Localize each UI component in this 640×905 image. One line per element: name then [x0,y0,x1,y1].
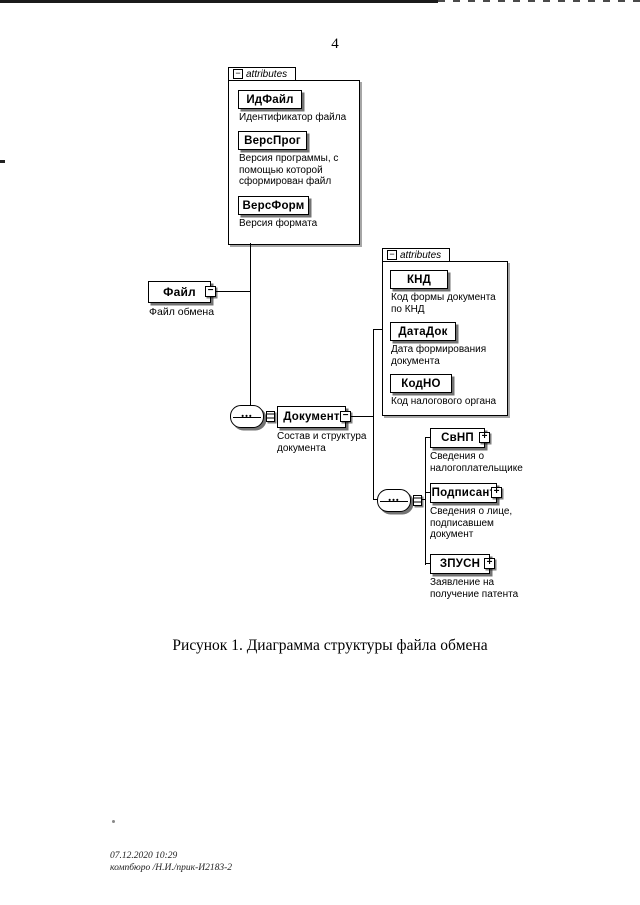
footer-stamp: компбюро /Н.И./прик-И2183-2 [110,863,233,873]
connector-handle-icon [266,411,275,422]
element-desc: Заявление на получение патента [430,577,519,600]
sequence-dots: ••• [241,410,253,420]
element-desc: Сведения о налогоплательщике [430,451,523,474]
element-fajl: Файл [148,281,211,303]
connector-handle-icon [413,495,422,506]
attribute-kodno: КодНО [390,374,452,393]
scan-artifact-dot [112,820,115,823]
connector-line [425,492,431,494]
expand-icon: + [479,432,490,443]
element-zpusn: ЗПУСН [430,554,490,574]
element-desc: Сведения о лице, подписавшем документ [430,506,513,540]
connector-line [216,291,251,293]
collapse-icon: − [205,286,216,297]
connector-line [351,416,374,418]
attributes-tab: − attributes [228,67,296,81]
connector-line [373,329,375,500]
attributes-tab: − attributes [382,248,450,262]
footer-timestamp: 07.12.2020 10:29 [110,851,178,861]
figure-caption: Рисунок 1. Диаграмма структуры файла обм… [172,637,488,654]
attribute-knd: КНД [390,270,448,289]
element-podpisant: Подписант [430,483,497,503]
connector-line [425,437,427,565]
connector-line [425,563,431,565]
attribute-desc: Код формы документа по КНД [391,292,496,315]
collapse-icon: − [233,69,243,79]
attribute-desc: Версия программы, с помощью которой сфор… [239,153,339,187]
sequence-dots: ••• [388,494,400,504]
scan-artifact-top-right [438,0,640,2]
attributes-tab-label: attributes [246,68,288,80]
connector-line [421,499,426,501]
attribute-desc: Идентификатор файла [239,112,347,123]
footer: 07.12.2020 10:29 компбюро /Н.И./прик-И21… [110,850,232,874]
sequence-icon: ••• [230,405,264,428]
connector-line [373,329,382,331]
element-dokument: Документ [277,406,346,428]
element-desc: Файл обмена [149,306,215,318]
scan-artifact-left-edge [0,160,5,163]
attribute-desc: Версия формата [239,218,318,229]
page-number: 4 [331,36,339,52]
connector-line [250,243,252,406]
sequence-icon: ••• [377,489,411,512]
expand-icon: + [491,487,502,498]
connector-line [373,499,378,501]
scan-artifact-top [0,0,438,3]
connector-line [425,437,431,439]
attribute-idfajl: ИдФайл [238,90,302,109]
element-svnp: СвНП [430,428,485,448]
attribute-desc: Дата формирования документа [391,344,487,367]
attribute-versform: ВерсФорм [238,196,309,215]
expand-icon: + [484,558,495,569]
collapse-icon: − [387,250,397,260]
element-desc: Состав и структура документа [277,431,367,454]
collapse-icon: − [340,411,351,422]
attributes-tab-label: attributes [400,249,442,261]
attribute-datadok: ДатаДок [390,322,456,341]
attribute-versprog: ВерсПрог [238,131,307,150]
attribute-desc: Код налогового органа [391,396,497,407]
